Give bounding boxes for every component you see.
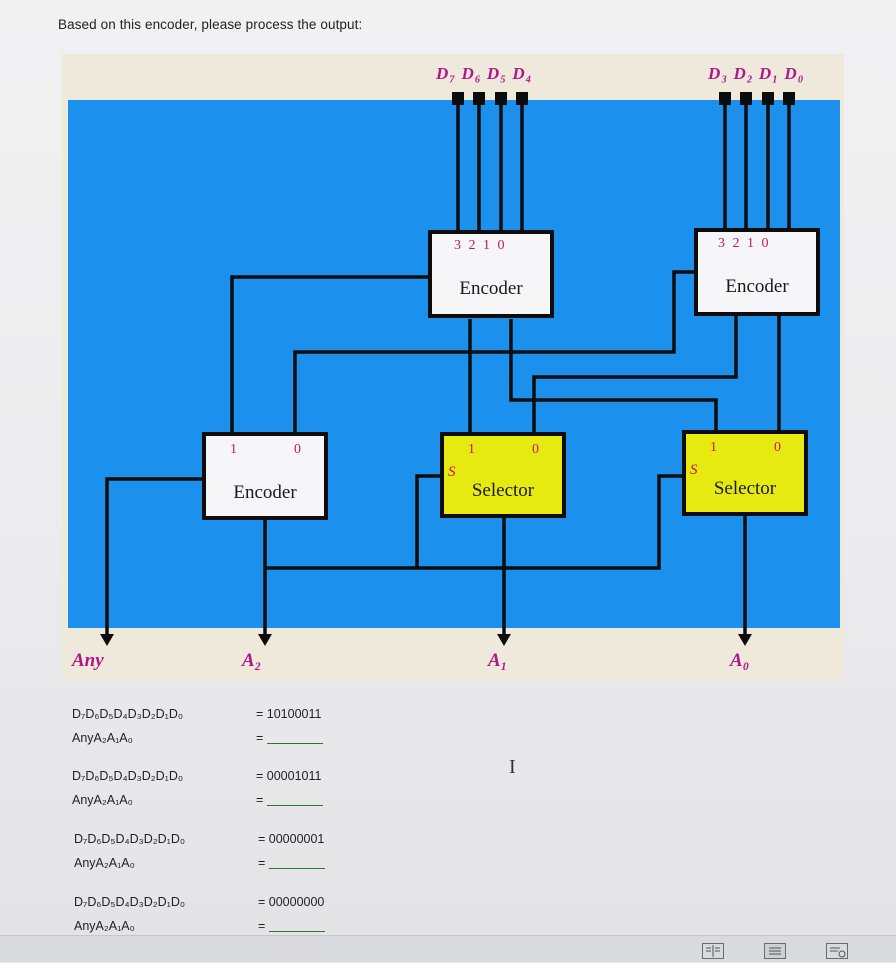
question-input-value: = 00000000 (258, 895, 325, 909)
question-input-label: D₇D₆D₅D₄D₃D₂D₁D₀ (74, 832, 186, 846)
encoder-upper-right: 3 2 1 0 Encoder (694, 228, 820, 316)
selector-pin-1: 1 (710, 440, 717, 455)
circuit-wires (100, 92, 795, 646)
answer-blank[interactable]: = (258, 856, 326, 870)
question-input-value: = 00000001 (258, 832, 325, 846)
question-output-label: AnyA₂A₁A₀ (72, 793, 133, 807)
encoder-bottom: 1 0 Encoder (202, 432, 328, 520)
selector-label: Selector (713, 478, 777, 499)
input-label-d3-d0: D₃ D₂ D₁ D₀ (708, 64, 805, 83)
selector-s-label: S (448, 464, 456, 480)
encoder-label: Encoder (233, 482, 297, 503)
selector-s-label: S (690, 462, 698, 478)
encoder-label: Encoder (459, 278, 523, 299)
question-output-label: AnyA₂A₁A₀ (72, 731, 133, 745)
encoder-pin-0: 0 (294, 442, 301, 457)
question-output-label: AnyA₂A₁A₀ (74, 856, 135, 870)
encoder-upper-left: 3 2 1 0 Encoder (428, 230, 554, 318)
encoder-pins: 3 2 1 0 (718, 236, 771, 251)
question-input-label: D₇D₆D₅D₄D₃D₂D₁D₀ (72, 769, 184, 783)
selector-pin-1: 1 (468, 442, 475, 457)
diagram-background (68, 100, 840, 628)
input-label-d7-d4: D₇ D₆ D₅ D₄ (436, 64, 533, 83)
question-prompt: Based on this encoder, please process th… (58, 17, 363, 32)
output-label-any: Any (72, 650, 104, 671)
selector-a0: 1 0 S Selector (682, 430, 808, 516)
question-input-value: = 10100011 (256, 707, 322, 721)
answer-blank[interactable]: = (256, 793, 324, 807)
read-mode-icon[interactable] (702, 943, 724, 959)
question-output-label: AnyA₂A₁A₀ (74, 919, 135, 933)
print-layout-icon[interactable] (764, 943, 786, 959)
answer-blank[interactable]: = (258, 919, 326, 933)
answer-blank[interactable]: = (256, 731, 324, 745)
question-input-label: D₇D₆D₅D₄D₃D₂D₁D₀ (74, 895, 186, 909)
status-bar (0, 935, 896, 962)
output-label-a2: A₂ (242, 650, 262, 671)
selector-pin-0: 0 (774, 440, 781, 455)
question-input-value: = 00001011 (256, 769, 322, 783)
output-label-a0: A₀ (730, 650, 750, 671)
text-cursor-icon: I (509, 756, 516, 778)
question-input-label: D₇D₆D₅D₄D₃D₂D₁D₀ (72, 707, 184, 721)
encoder-circuit-diagram: D₇ D₆ D₅ D₄ D₃ D₂ D₁ D₀ 3 2 1 0 Encoder … (62, 54, 844, 680)
output-label-a1: A₁ (488, 650, 508, 671)
encoder-pin-1: 1 (230, 442, 237, 457)
selector-a1: 1 0 S Selector (440, 432, 566, 518)
encoder-label: Encoder (725, 276, 789, 297)
document-page: Based on this encoder, please process th… (0, 0, 896, 935)
selector-pin-0: 0 (532, 442, 539, 457)
selector-label: Selector (471, 480, 535, 501)
encoder-pins: 3 2 1 0 (454, 238, 507, 253)
web-layout-icon[interactable] (826, 943, 848, 959)
